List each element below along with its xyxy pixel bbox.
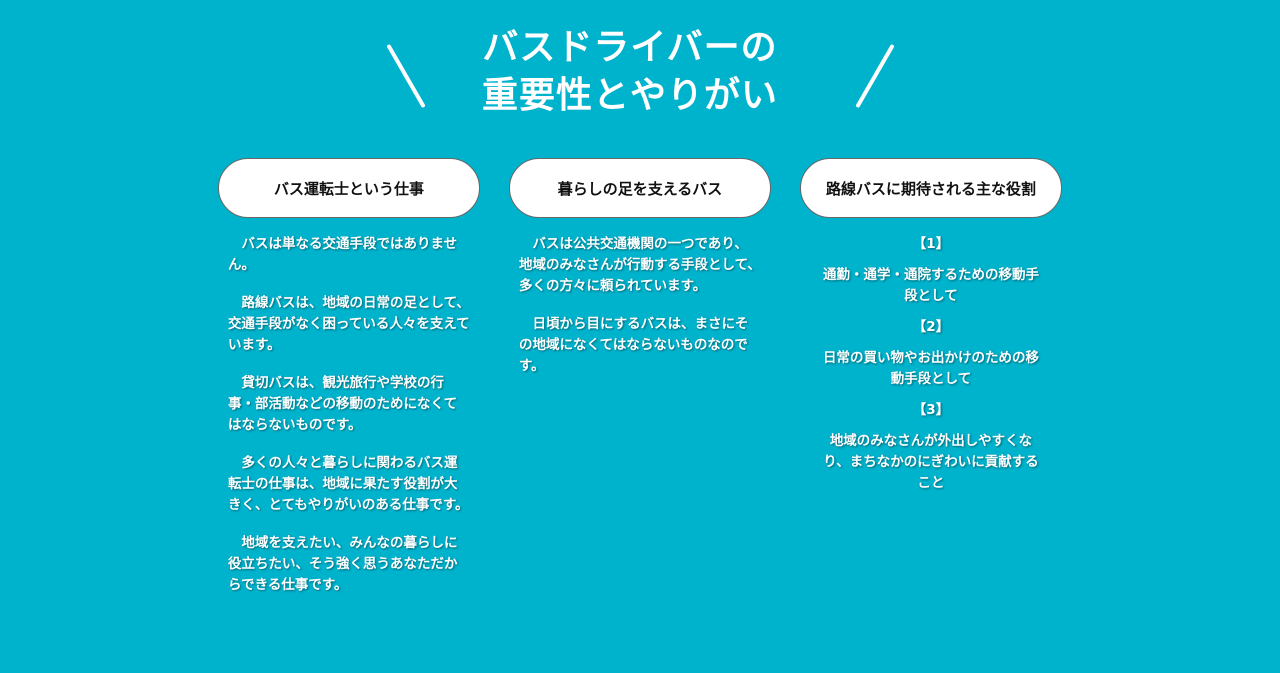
decorative-slash-left	[386, 43, 426, 109]
title-line-2: 重要性とやりがい	[481, 75, 778, 116]
column-body: バスは公共交通機関の一つであり、地域のみなさんが行動する手段として、多くの方々に…	[509, 218, 771, 377]
column-route-bus-roles: 路線バスに期待される主な役割 【1】 通勤・通学・通院するための移動手段として …	[800, 158, 1062, 504]
paragraph: 多くの人々と暮らしに関わるバス運転士の仕事は、地域に果たす役割が大きく、とてもや…	[228, 455, 469, 513]
paragraph: 日頃から目にするバスは、まさにその地域になくてはならないものなのです。	[519, 316, 749, 374]
role-number: 【1】	[912, 236, 950, 252]
column-heading: バス運転士という仕事	[218, 158, 480, 218]
role-number: 【2】	[912, 319, 950, 335]
paragraph: 路線バスは、地域の日常の足として、交通手段がなく困っている人々を支えています。	[228, 295, 470, 353]
role-number: 【3】	[912, 402, 950, 418]
paragraph: 貸切バスは、観光旅行や学校の行事・部活動などの移動のためになくてはならないもので…	[228, 375, 458, 433]
column-heading: 暮らしの足を支えるバス	[509, 158, 771, 218]
column-heading: 路線バスに期待される主な役割	[800, 158, 1062, 218]
role-text: 日常の買い物やお出かけのための移動手段として	[823, 350, 1039, 387]
column-supporting-life: 暮らしの足を支えるバス バスは公共交通機関の一つであり、地域のみなさんが行動する…	[509, 158, 771, 394]
paragraph: バスは公共交通機関の一つであり、地域のみなさんが行動する手段として、多くの方々に…	[519, 236, 761, 294]
column-body: 【1】 通勤・通学・通院するための移動手段として 【2】 日常の買い物やお出かけ…	[800, 218, 1062, 494]
column-bus-driver-job: バス運転士という仕事 バスは単なる交通手段ではありません。 路線バスは、地域の日…	[218, 158, 480, 613]
paragraph: 地域を支えたい、みんなの暮らしに役立ちたい、そう強く思うあなただからできる仕事で…	[228, 535, 458, 593]
role-text: 地域のみなさんが外出しやすくなり、まちなかのにぎわいに貢献すること	[823, 433, 1039, 491]
title-line-1: バスドライバーの	[482, 27, 778, 68]
column-body: バスは単なる交通手段ではありません。 路線バスは、地域の日常の足として、交通手段…	[218, 218, 480, 596]
paragraph: バスは単なる交通手段ではありません。	[228, 236, 458, 273]
decorative-slash-right	[855, 43, 895, 109]
page-title: バスドライバーの 重要性とやりがい	[440, 24, 820, 120]
role-text: 通勤・通学・通院するための移動手段として	[823, 267, 1039, 304]
